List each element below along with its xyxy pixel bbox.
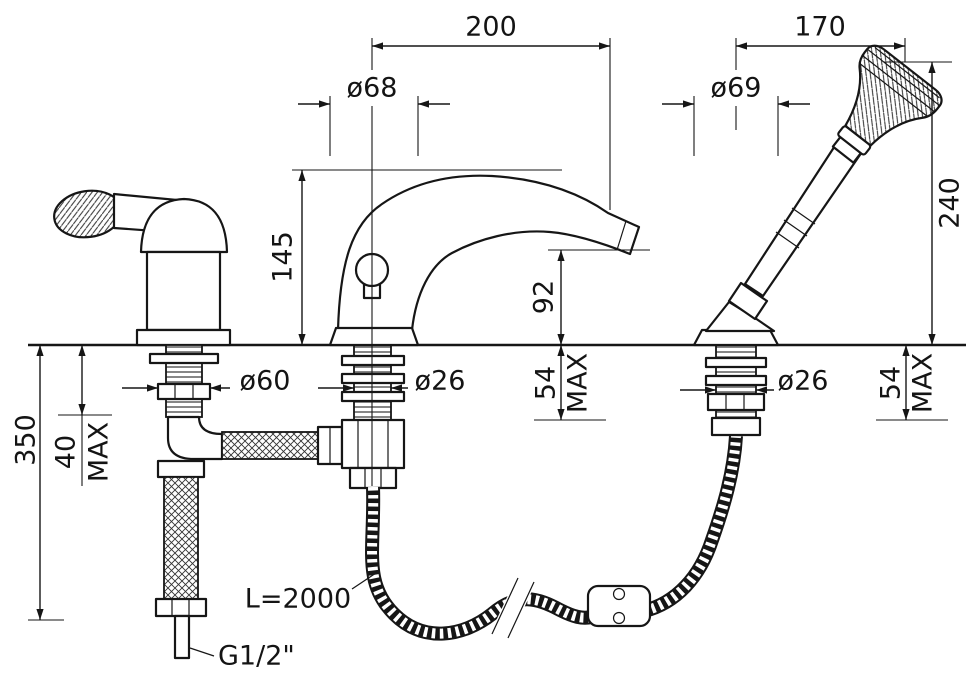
dimension-annotations: 200 170 ø68 ø69 145 92 240 ø60 (11, 12, 966, 672)
max-40-label: MAX (84, 422, 115, 482)
shower-head-faceplate (837, 125, 872, 156)
spout-washer-2 (340, 372, 406, 385)
spout-body (336, 174, 641, 332)
spout-bottom-nut (348, 466, 398, 490)
coupling-bolt-bottom (612, 611, 626, 625)
hose-length-leader (351, 572, 377, 590)
thread-size-label: G1/2" (218, 641, 295, 672)
valve-dome-cap (139, 197, 229, 254)
dim-92-label: 92 (529, 280, 560, 314)
vertical-hose-bottom-nut (154, 597, 208, 618)
dim-40-label: 40 (51, 435, 82, 469)
cradle-locknut (706, 392, 766, 412)
max-54-shower-label: MAX (908, 353, 939, 413)
spout-tee-body (340, 418, 406, 470)
cradle-washer-1 (704, 356, 768, 369)
dim-170-label: 170 (794, 12, 846, 43)
valve-washer (148, 352, 220, 365)
dia-26-shower-label: ø26 (778, 366, 829, 397)
hose-connection-nut (710, 416, 762, 437)
spout (328, 174, 641, 490)
hose-break-slash-1 (491, 577, 519, 635)
dim-54-spout-label: 54 (531, 366, 562, 400)
dim-54-shower-label: 54 (876, 366, 907, 400)
hose-coupling (586, 584, 652, 628)
dia-26-spout-label: ø26 (415, 366, 466, 397)
hand-shower (692, 44, 943, 437)
valve-body (145, 250, 222, 332)
mixer-valve (53, 189, 232, 461)
dim-350-label: 350 (11, 414, 42, 466)
shower-hose-left-segment (365, 486, 594, 641)
coupling-bolt-top (612, 587, 626, 601)
inlet-pipe-end (173, 614, 191, 660)
handle-band-1 (775, 231, 800, 249)
thread-size-leader (189, 647, 215, 657)
shower-head (831, 44, 943, 164)
spout-washer-1 (340, 354, 406, 367)
shower-handle (743, 133, 866, 298)
shower-hose (365, 435, 743, 641)
hose-break-gap (490, 575, 536, 641)
braided-hose-horizontal (221, 431, 319, 460)
dim-240-label: 240 (935, 177, 966, 229)
handle-band-3 (791, 207, 816, 225)
braided-hose-vertical (163, 476, 199, 600)
spout-washer-3 (340, 390, 406, 403)
supply-hoses (154, 425, 344, 660)
cradle-base-flange (692, 328, 780, 347)
hose-break-slash-2 (507, 581, 535, 639)
dia-68-label: ø68 (347, 73, 398, 104)
handle-band-2 (783, 219, 808, 237)
spout-outlet-line (616, 220, 627, 251)
valve-elbow-fitting (166, 415, 224, 461)
cradle-washer-2 (704, 374, 768, 387)
spout-base-flange (328, 326, 420, 347)
cradle-cup (727, 281, 769, 321)
dia-60-label: ø60 (240, 366, 291, 397)
hose-length-label: L=2000 (245, 584, 351, 615)
dia-69-label: ø69 (711, 73, 762, 104)
valve-locknut (156, 382, 212, 401)
dim-200-label: 200 (465, 12, 517, 43)
vertical-hose-top-nut (156, 459, 206, 479)
valve-base-flange (135, 328, 232, 347)
max-54-spout-label: MAX (563, 353, 594, 413)
dim-145-label: 145 (268, 231, 299, 283)
